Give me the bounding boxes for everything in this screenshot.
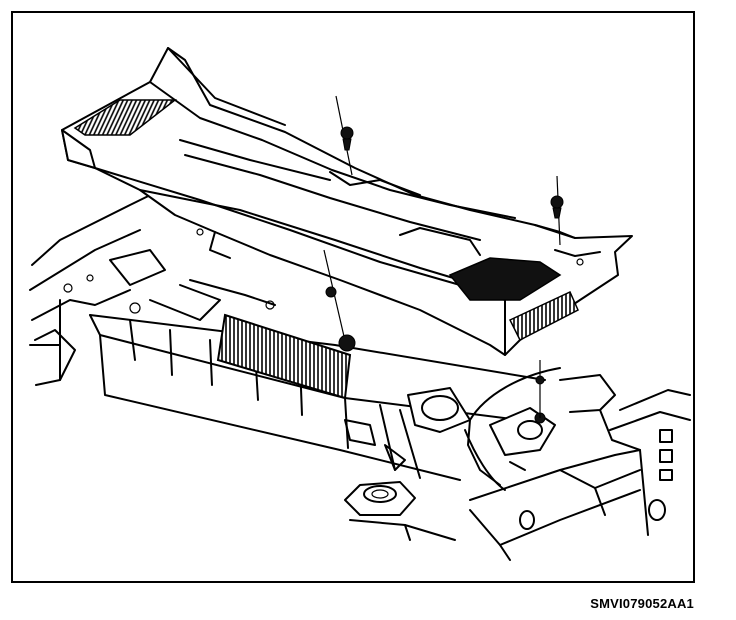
retaining-fastener bbox=[535, 360, 545, 418]
retaining-fastener bbox=[335, 95, 354, 176]
retaining-fastener bbox=[323, 249, 356, 352]
figure-frame bbox=[11, 11, 695, 583]
windshield-wiper-module bbox=[407, 367, 561, 491]
cowl-vent-panel bbox=[61, 47, 633, 356]
retaining-fastener bbox=[550, 175, 564, 246]
cowl-grille-screen bbox=[216, 313, 352, 400]
figure-id-label: SMVI079052AA1 bbox=[590, 596, 694, 611]
